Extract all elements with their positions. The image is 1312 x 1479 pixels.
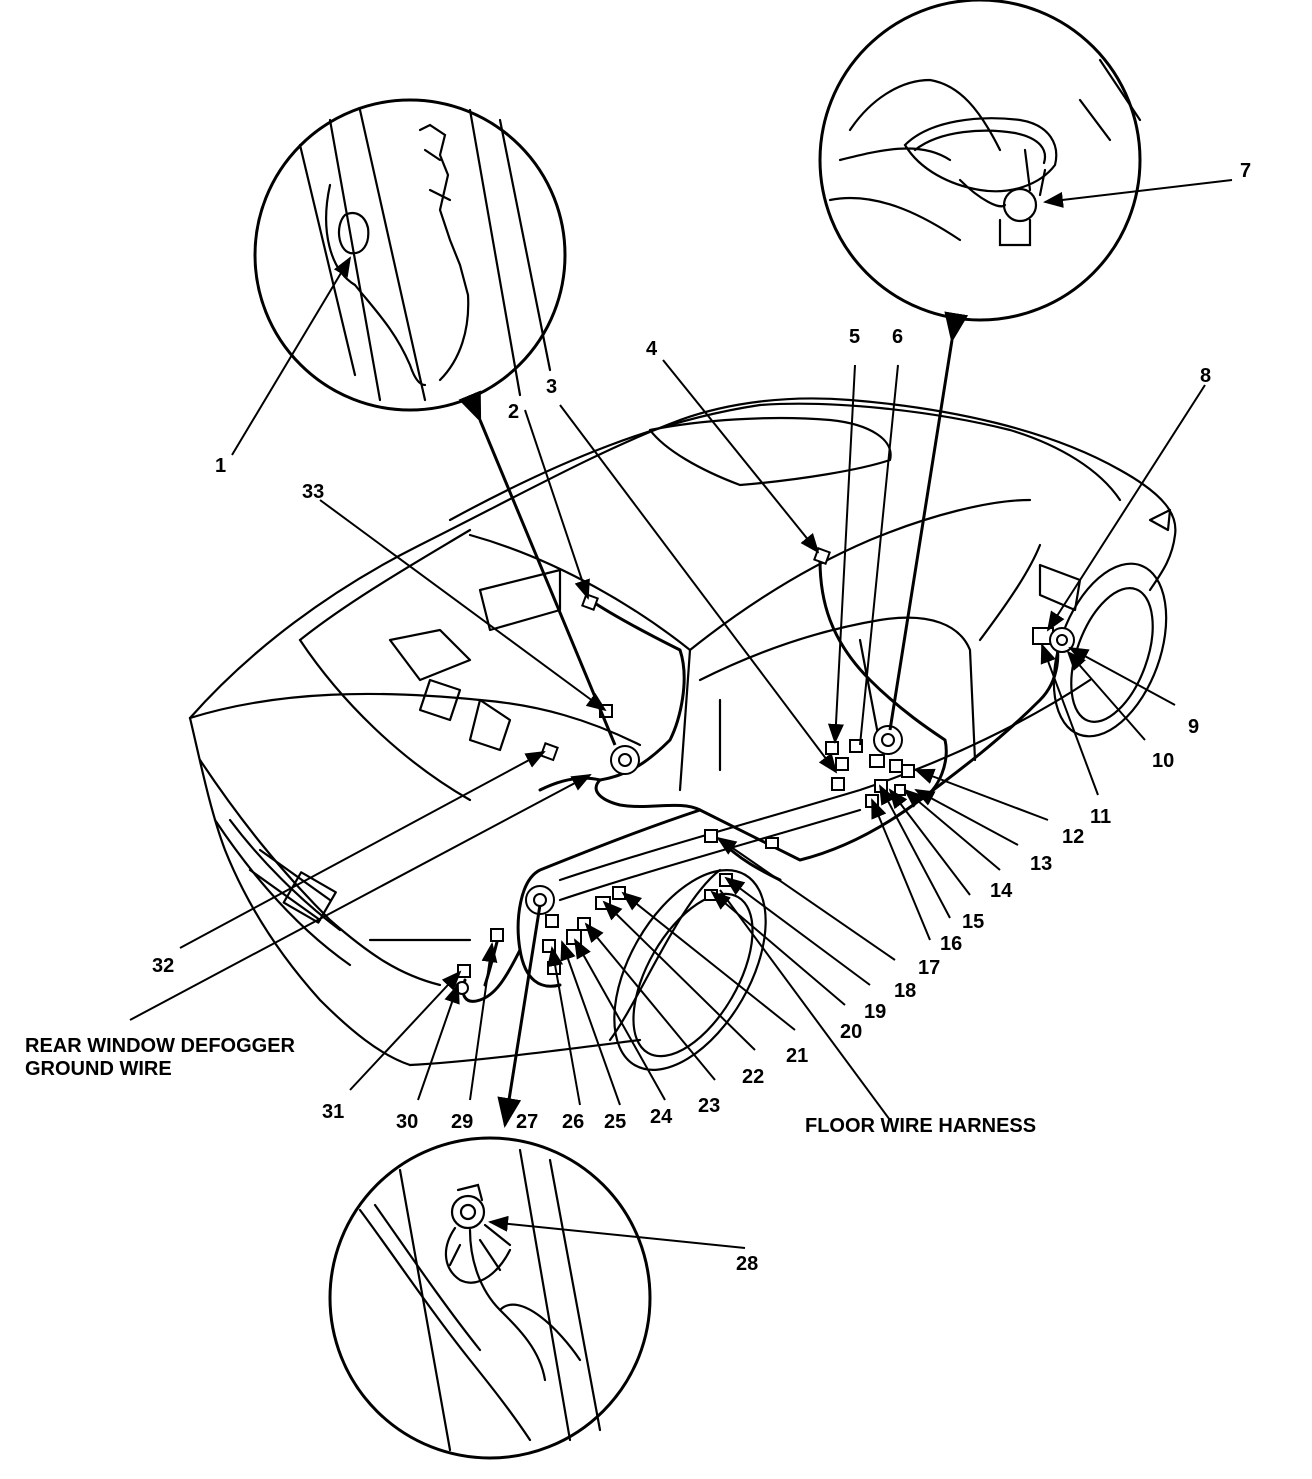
callout-18: 18 bbox=[894, 980, 916, 1002]
callout-6: 6 bbox=[892, 326, 903, 348]
callout-25: 25 bbox=[604, 1111, 626, 1133]
callout-12: 12 bbox=[1062, 826, 1084, 848]
leader-lines bbox=[129, 179, 1233, 1249]
callout-23: 23 bbox=[698, 1095, 720, 1117]
connector-5 bbox=[825, 741, 839, 755]
callout-labels: 1 2 3 4 5 6 7 8 9 10 11 12 13 14 15 16 1… bbox=[152, 160, 1251, 1275]
callout-14: 14 bbox=[990, 880, 1013, 902]
callout-7: 7 bbox=[1240, 160, 1251, 182]
callout-3: 3 bbox=[546, 376, 557, 398]
callout-8: 8 bbox=[1200, 365, 1211, 387]
callout-19: 19 bbox=[864, 1001, 886, 1023]
callout-17: 17 bbox=[918, 957, 940, 979]
car-body-outline bbox=[188, 397, 1177, 1071]
callout-13: 13 bbox=[1030, 853, 1052, 875]
callout-30: 30 bbox=[396, 1111, 418, 1133]
callout-16: 16 bbox=[940, 933, 962, 955]
callout-4: 4 bbox=[646, 338, 658, 360]
callout-5: 5 bbox=[849, 326, 860, 348]
callout-21: 21 bbox=[786, 1045, 808, 1067]
detail-view-upper-right bbox=[818, 0, 1142, 322]
callout-32: 32 bbox=[152, 955, 174, 977]
callout-15: 15 bbox=[962, 911, 984, 933]
callout-1: 1 bbox=[215, 455, 226, 477]
callout-2: 2 bbox=[508, 401, 519, 423]
callout-22: 22 bbox=[742, 1066, 764, 1088]
callout-26: 26 bbox=[562, 1111, 584, 1133]
caption-defogger-line2: GROUND WIRE bbox=[25, 1058, 172, 1080]
callout-33: 33 bbox=[302, 481, 324, 503]
callout-9: 9 bbox=[1188, 716, 1199, 738]
callout-27: 27 bbox=[516, 1111, 538, 1133]
callout-28: 28 bbox=[736, 1253, 758, 1275]
captions: REAR WINDOW DEFOGGER GROUND WIRE FLOOR W… bbox=[25, 1035, 1036, 1137]
detail-view-upper-left bbox=[253, 98, 567, 412]
callout-29: 29 bbox=[451, 1111, 473, 1133]
caption-defogger-line1: REAR WINDOW DEFOGGER bbox=[25, 1035, 296, 1057]
callout-20: 20 bbox=[840, 1021, 862, 1043]
callout-24: 24 bbox=[650, 1106, 673, 1128]
callout-31: 31 bbox=[322, 1101, 344, 1123]
connector-2 bbox=[581, 593, 599, 611]
detail-view-bottom bbox=[328, 1136, 652, 1460]
caption-floor-wire-harness: FLOOR WIRE HARNESS bbox=[805, 1115, 1036, 1137]
floor-wire-harness bbox=[461, 558, 1060, 1003]
callout-10: 10 bbox=[1152, 750, 1174, 772]
callout-11: 11 bbox=[1090, 806, 1111, 828]
